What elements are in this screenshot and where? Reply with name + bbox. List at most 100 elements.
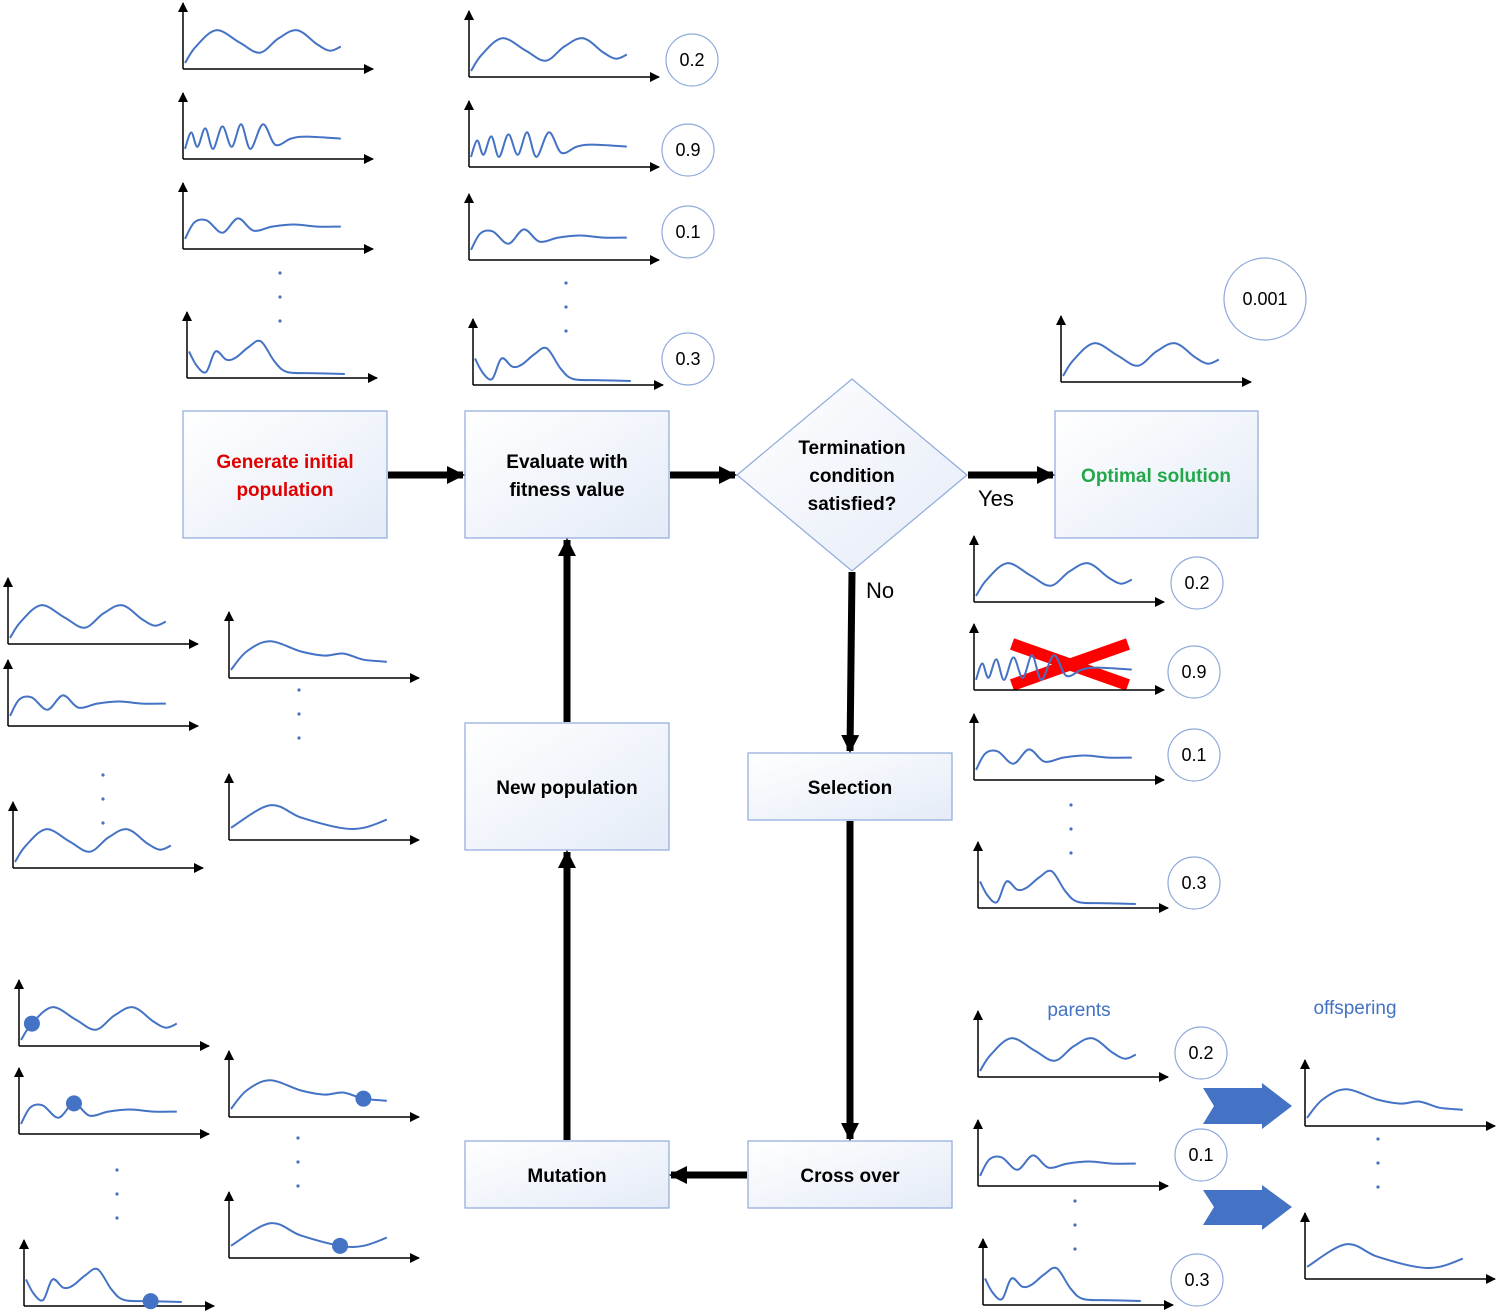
mini-plot [468,318,664,390]
mini-plot [178,2,374,74]
selection-score-2: 0.9 [1167,645,1221,699]
svg-text:0.2: 0.2 [679,50,704,70]
arrow-termination-to-selection [841,571,860,753]
svg-text:0.1: 0.1 [675,222,700,242]
mini-plot [14,1067,210,1139]
crossover-block-arrow-1 [1203,1083,1292,1129]
mini-plot [224,1191,420,1263]
mini-plot [969,623,1165,695]
crossover-box: Cross over [747,1140,953,1209]
curve [184,29,342,64]
mini-plot [14,979,210,1051]
mini-plot [19,1239,215,1311]
mini-plot [224,611,420,683]
ellipsis-layer [101,271,1380,1251]
selection-score-1: 0.2 [1170,556,1224,610]
mini-plot [7,801,204,873]
svg-text:0.2: 0.2 [1184,573,1209,593]
parent-score-3: 0.3 [1170,1253,1224,1307]
selection-label: Selection [808,778,892,799]
svg-text:0.9: 0.9 [675,140,700,160]
termination-decision-diamond: Termination condition satisfied? [736,378,968,572]
curve [470,131,627,158]
optimal-label: Optimal solution [1081,466,1231,487]
vertical-ellipsis-icon [1376,1137,1380,1189]
new-population-label: New population [496,778,637,799]
vertical-ellipsis-icon [278,271,282,323]
mini-plot [973,841,1169,913]
parents-label: parents [1047,1000,1110,1021]
termination-label-line2: condition [809,466,894,487]
mini-plot [182,311,378,383]
svg-text:0.1: 0.1 [1181,745,1206,765]
crossover-block-arrow-2 [1203,1185,1292,1230]
curve [184,217,341,240]
yes-label: Yes [978,486,1014,511]
new-population-box: New population [464,722,670,851]
curve [184,123,341,150]
mini-plot [969,535,1165,607]
curve [188,339,345,375]
curve [230,1222,388,1248]
mini-plot [973,1119,1169,1191]
vertical-ellipsis-icon [296,1136,300,1188]
curve [230,804,388,830]
evaluated-score-2: 0.9 [661,123,715,177]
termination-label-line1: Termination [798,438,905,459]
mini-plot [1300,1212,1496,1284]
mutation-dot-icon [23,1015,40,1032]
curve [25,1267,182,1303]
mini-plot [464,193,660,265]
generate-label-line1: Generate initial [216,452,353,473]
selection-score-4: 0.3 [1167,856,1221,910]
curve [1062,342,1220,377]
curve [9,694,166,717]
curve [1306,1088,1463,1119]
generate-initial-population-box: Generate initial population [182,410,388,539]
optimal-solution-box: Optimal solution [1054,410,1259,539]
vertical-ellipsis-icon [297,688,301,740]
mutation-dot-icon [355,1090,372,1107]
mini-plot [978,1238,1174,1310]
red-x-cross-icon [1010,638,1130,691]
mutation-dot-icon [332,1237,349,1254]
curve [979,869,1136,905]
curve [20,1102,177,1125]
svg-text:0.9: 0.9 [1181,662,1206,682]
mini-plot [1056,315,1252,387]
evaluated-score-1: 0.2 [665,33,719,87]
svg-text:0.3: 0.3 [1181,873,1206,893]
mini-plot [178,92,374,164]
mutation-box: Mutation [464,1140,670,1209]
curve [9,604,167,639]
selection-score-3: 0.1 [1167,728,1221,782]
parent-score-2: 0.1 [1174,1128,1228,1182]
selection-box: Selection [747,752,953,821]
mini-plot [224,1050,420,1122]
no-label: No [866,578,894,603]
mini-plot [2,577,199,649]
curve [230,640,387,671]
evaluated-score-4: 0.3 [661,332,715,386]
mini-plot [973,1010,1169,1082]
svg-text:0.3: 0.3 [675,349,700,369]
svg-text:0.3: 0.3 [1184,1270,1209,1290]
curve [14,828,172,863]
svg-text:0.001: 0.001 [1242,289,1287,309]
crossover-label: Cross over [800,1166,900,1187]
evaluate-label-line2: fitness value [509,480,624,501]
curve [975,748,1132,771]
svg-text:0.1: 0.1 [1188,1145,1213,1165]
flow-arrows [388,466,1055,1184]
evaluate-label-line1: Evaluate with [506,452,627,473]
mutation-dot-icon [142,1293,159,1310]
mutation-label: Mutation [527,1166,606,1187]
evaluated-score-3: 0.1 [661,205,715,259]
mini-plot [1300,1059,1496,1131]
vertical-ellipsis-icon [1073,1199,1077,1251]
mini-plot [224,773,420,845]
termination-label-line3: satisfied? [808,494,897,515]
curve [474,346,631,382]
